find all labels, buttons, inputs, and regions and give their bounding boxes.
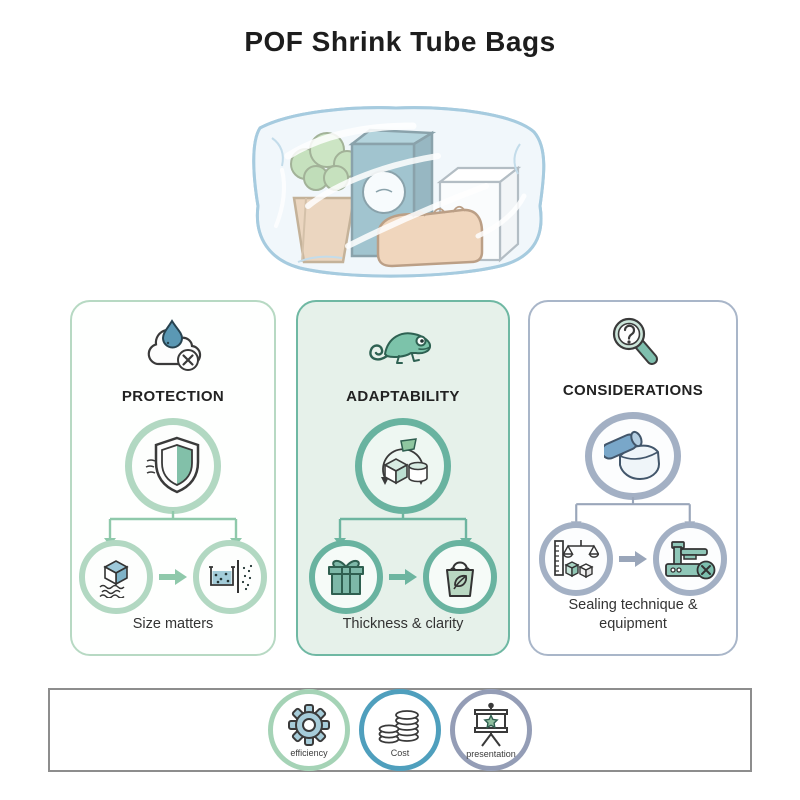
badge-presentation: presentation xyxy=(450,689,532,771)
presentation-easel-icon xyxy=(474,702,508,747)
cube-water-circle xyxy=(79,540,153,614)
protection-steps xyxy=(79,540,267,614)
card-title-adaptability: ADAPTABILITY xyxy=(346,388,460,405)
card-title-considerations: CONSIDERATIONS xyxy=(562,382,704,399)
eco-shopping-bag-icon xyxy=(446,561,474,597)
badge-cost: Cost xyxy=(359,689,441,771)
considerations-steps xyxy=(539,522,727,597)
badge-label: presentation xyxy=(466,748,516,759)
dust-barrier-icon xyxy=(209,560,253,593)
gift-box-circle xyxy=(309,540,383,614)
sealing-machine-circle xyxy=(653,522,727,597)
card-considerations: CONSIDERATIONS xyxy=(528,300,738,656)
eco-bag-circle xyxy=(423,540,497,614)
film-highlights xyxy=(274,122,527,249)
shrink-wrapped-groceries-illustration xyxy=(252,106,546,278)
caption-considerations: Sealing technique & equipment xyxy=(568,597,698,633)
gift-box-icon xyxy=(328,560,364,595)
measure-compare-circle xyxy=(539,522,613,597)
right-arrow-icon xyxy=(619,551,647,568)
shape-transform-circle xyxy=(355,418,451,514)
caption-adaptability: Thickness & clarity xyxy=(342,616,464,633)
film-roll-circle xyxy=(585,412,681,500)
bread-loaf xyxy=(376,205,484,268)
page-title: POF Shrink Tube Bags xyxy=(244,26,556,57)
adaptability-steps xyxy=(309,540,497,614)
badge-label: efficiency xyxy=(290,747,328,758)
bag-front-film xyxy=(252,106,546,278)
cube-water-icon xyxy=(99,560,129,598)
coins-icon xyxy=(378,709,419,744)
magnifier-question-icon xyxy=(604,314,662,372)
card-title-protection: PROTECTION xyxy=(121,388,225,405)
shape-transform-icon xyxy=(381,438,428,485)
card-protection: PROTECTION xyxy=(70,300,276,656)
measure-compare-icon xyxy=(554,540,599,579)
film-creases xyxy=(271,137,521,263)
chameleon-icon xyxy=(365,314,441,378)
gear-icon xyxy=(288,703,330,746)
card-adaptability: ADAPTABILITY xyxy=(296,300,510,656)
cloud-no-moisture-icon xyxy=(142,314,204,378)
caption-protection: Size matters xyxy=(132,616,214,633)
right-arrow-icon xyxy=(159,569,187,585)
badge-efficiency: efficiency xyxy=(268,689,350,771)
footer-bar: efficiency Cost xyxy=(48,688,752,772)
badge-label: Cost xyxy=(390,747,410,758)
shield-circle xyxy=(125,418,221,514)
shield-icon xyxy=(145,436,200,494)
dust-barrier-circle xyxy=(193,540,267,614)
right-arrow-icon xyxy=(389,569,417,585)
sealing-machine-icon xyxy=(665,541,716,580)
film-roll-icon xyxy=(604,430,660,480)
